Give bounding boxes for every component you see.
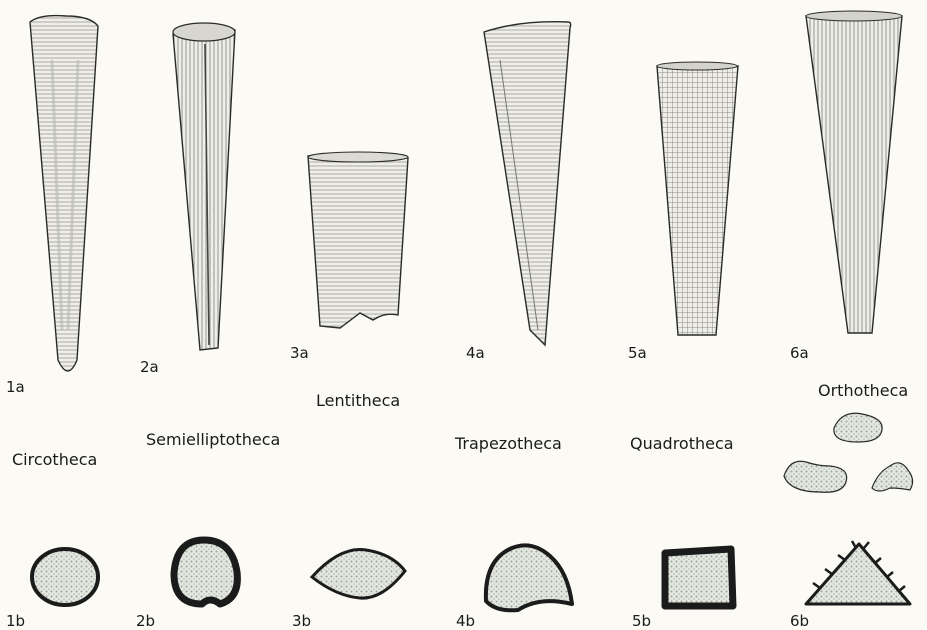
genus-name-semielliptotheca: Semielliptotheca [146, 432, 280, 448]
section-4b-drawing [486, 545, 572, 610]
section-5b-drawing [665, 549, 733, 606]
conch-2a-drawing [173, 23, 235, 350]
figure-label-2b: 2b [136, 614, 155, 629]
figure-label-1b: 1b [6, 614, 25, 629]
figure-label-4a: 4a [466, 346, 485, 361]
section-3b-drawing [312, 550, 405, 599]
genus-name-trapezotheca: Trapezotheca [455, 436, 562, 452]
conch-4a-drawing [484, 22, 571, 345]
section-1b-drawing [32, 549, 98, 605]
conch-3a-drawing [308, 152, 408, 328]
orthotheca-section-shapes [784, 413, 913, 492]
section-6b-drawing [806, 541, 910, 604]
figure-label-6b: 6b [790, 614, 809, 629]
genus-name-orthotheca: Orthotheca [818, 383, 908, 399]
figure-label-4b: 4b [456, 614, 475, 629]
genus-name-lentitheca: Lentitheca [316, 393, 400, 409]
genus-name-circotheca: Circotheca [12, 452, 97, 468]
figure-label-3a: 3a [290, 346, 309, 361]
conch-5a-drawing [657, 62, 738, 335]
figure-label-5a: 5a [628, 346, 647, 361]
conch-1a-drawing [30, 16, 98, 371]
figure-label-1a: 1a [6, 380, 25, 395]
figure-label-3b: 3b [292, 614, 311, 629]
genus-name-quadrotheca: Quadrotheca [630, 436, 734, 452]
figure-label-5b: 5b [632, 614, 651, 629]
figure-label-2a: 2a [140, 360, 159, 375]
figure-label-6a: 6a [790, 346, 809, 361]
conch-6a-drawing [806, 11, 902, 333]
section-2b-drawing [174, 540, 237, 604]
